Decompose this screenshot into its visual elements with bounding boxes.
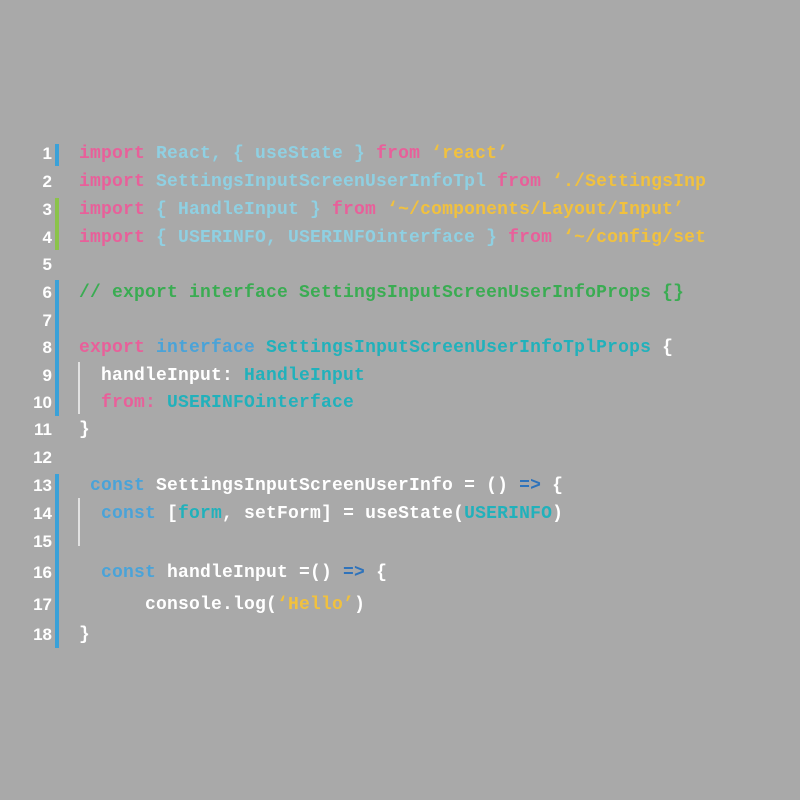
gutter-modified-marker [55, 280, 59, 416]
code-token: ‘react’ [431, 144, 509, 164]
line-code[interactable]: const SettingsInputScreenUserInfo = () =… [79, 476, 563, 496]
code-token: import [79, 200, 157, 220]
code-token: ‘~/components/Layout/Input’ [387, 200, 685, 220]
code-token: export [79, 338, 157, 358]
code-token: handleInput =() [167, 563, 344, 583]
code-token: handleInput: [79, 366, 245, 386]
code-token: from: [79, 393, 168, 413]
code-token: from [508, 228, 564, 248]
line-code[interactable]: handleInput: HandleInput [79, 366, 365, 386]
code-token: { [662, 338, 674, 358]
code-token: form [178, 504, 223, 524]
code-token: import [79, 144, 157, 164]
indent-guide [78, 498, 80, 546]
line-number: 13 [33, 476, 52, 495]
code-token: from [376, 144, 432, 164]
line-number: 17 [33, 595, 52, 614]
line-number: 9 [42, 366, 52, 385]
code-token: React, { useState } [156, 144, 377, 164]
code-token: { USERINFO, USERINFOinterface } [156, 228, 509, 248]
line-code[interactable]: import SettingsInputScreenUserInfoTpl fr… [79, 172, 706, 192]
code-token: console.log( [79, 595, 278, 615]
line-code[interactable]: const handleInput =() => { [79, 563, 387, 583]
line-number: 4 [42, 228, 52, 247]
code-token: ) [552, 504, 564, 524]
line-number: 16 [33, 563, 52, 582]
code-token: from [332, 200, 388, 220]
code-token: import [79, 172, 157, 192]
code-token: , setForm] = useState( [222, 504, 465, 524]
line-number: 8 [42, 338, 52, 357]
code-token: const [79, 504, 168, 524]
line-number: 15 [33, 532, 52, 551]
code-token: import [79, 228, 157, 248]
code-token: [ [167, 504, 179, 524]
line-code[interactable]: } [79, 625, 90, 645]
code-token: HandleInput [244, 366, 366, 386]
code-token: const [79, 563, 168, 583]
line-number: 2 [42, 172, 52, 191]
code-token: interface [156, 338, 267, 358]
line-number: 18 [33, 625, 52, 644]
code-token: } [79, 625, 91, 645]
code-token: ‘./SettingsInp [552, 172, 707, 192]
line-number: 14 [33, 504, 52, 523]
line-code[interactable]: from: USERINFOinterface [79, 393, 354, 413]
code-token: => [343, 563, 366, 583]
code-token: } [79, 420, 91, 440]
gutter-modified-marker [55, 144, 59, 166]
line-code[interactable]: export interface SettingsInputScreenUser… [79, 338, 673, 358]
line-number: 3 [42, 200, 52, 219]
code-token: ‘~/config/set [563, 228, 707, 248]
code-token: SettingsInputScreenUserInfoTplProps [266, 338, 663, 358]
code-token: ‘Hello’ [277, 595, 355, 615]
line-code[interactable]: } [79, 420, 90, 440]
code-token: USERINFO [464, 504, 553, 524]
code-token: => [519, 476, 542, 496]
line-code[interactable]: import React, { useState } from ‘react’ [79, 144, 508, 164]
line-number: 6 [42, 283, 52, 302]
line-number: 1 [42, 144, 52, 163]
line-number: 10 [33, 393, 52, 412]
code-token: SettingsInputScreenUserInfoTpl [156, 172, 498, 192]
line-number: 5 [42, 255, 52, 274]
line-number: 11 [34, 420, 52, 439]
indent-guide [78, 362, 80, 414]
line-code[interactable]: import { USERINFO, USERINFOinterface } f… [79, 228, 706, 248]
line-number: 7 [42, 311, 52, 330]
gutter-added-marker [55, 198, 59, 250]
code-token: { [541, 476, 564, 496]
code-token: USERINFOinterface [167, 393, 355, 413]
line-code[interactable]: // export interface SettingsInputScreenU… [79, 283, 684, 303]
code-token: SettingsInputScreenUserInfo = () [156, 476, 520, 496]
line-code[interactable]: console.log(‘Hello’) [79, 595, 365, 615]
code-token: { HandleInput } [156, 200, 333, 220]
code-token: const [79, 476, 157, 496]
gutter-modified-marker [55, 474, 59, 648]
code-token: { [365, 563, 388, 583]
code-token: ) [354, 595, 366, 615]
code-token: from [497, 172, 553, 192]
line-number: 12 [33, 448, 52, 467]
code-token: // export interface SettingsInputScreenU… [79, 283, 685, 303]
line-code[interactable]: const [form, setForm] = useState(USERINF… [79, 504, 563, 524]
line-code[interactable]: import { HandleInput } from ‘~/component… [79, 200, 684, 220]
